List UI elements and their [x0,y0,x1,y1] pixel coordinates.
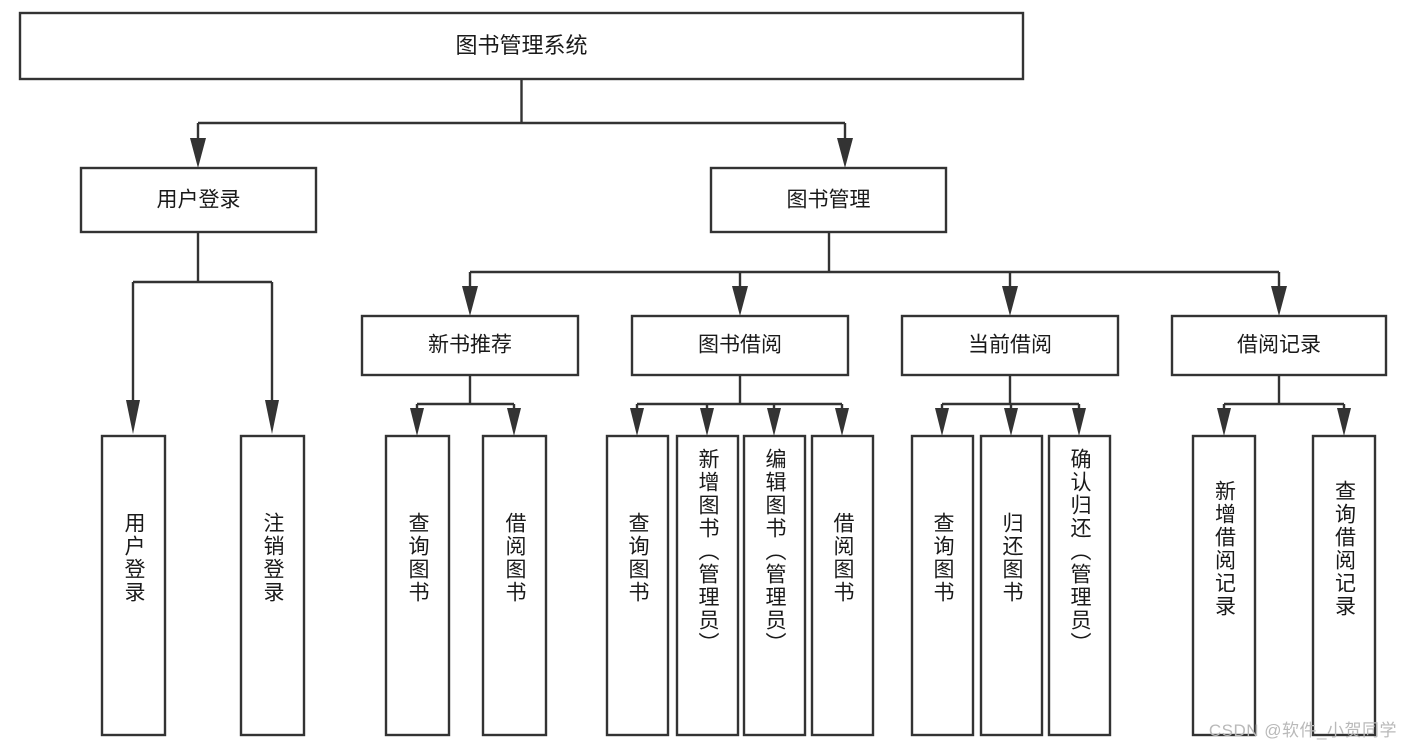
arrow-head-leaf-user-login [126,400,140,434]
node-current-borrow[interactable]: 当前借阅 [900,314,1120,377]
arrow-head-bookborrow-leaf-1 [630,408,644,436]
arrow-head-borrow-record [1271,286,1287,316]
arrow-head-bookborrow-leaf-3 [767,408,781,436]
leaf-box-return-book[interactable] [979,434,1044,737]
node-book-borrow-box[interactable] [630,314,850,377]
node-root-label: 图书管理系统 [455,33,587,58]
arrow-head-borrowrecord-leaf-1 [1217,408,1231,436]
node-root-box[interactable] [18,11,1025,81]
node-book-borrow-label: 图书借阅 [698,334,782,357]
node-book-borrow[interactable]: 图书借阅 [630,314,850,377]
arrow-head-bookborrow-leaf-2 [700,408,714,436]
node-user-login-label: 用户登录 [157,189,241,212]
arrow-head-newbook-leaf-1 [410,408,424,436]
leaf-box-query-book-3[interactable] [910,434,975,737]
node-borrow-record-box[interactable] [1170,314,1388,377]
leaf-box-edit-book-admin[interactable] [742,434,807,737]
node-new-book-recommend[interactable]: 新书推荐 [360,314,580,377]
node-root[interactable]: 图书管理系统 [18,11,1025,81]
node-book-manage-box[interactable] [709,166,948,234]
node-current-borrow-label: 当前借阅 [968,334,1052,357]
node-book-manage-label: 图书管理 [787,189,871,212]
leaf-box-logout[interactable] [239,434,306,737]
leaf-box-borrow-book-2[interactable] [810,434,875,737]
csdn-watermark: CSDN @软件_小贺同学 [1208,721,1397,740]
node-new-book-recommend-label: 新书推荐 [428,334,512,357]
arrow-head-bookborrow-leaf-4 [835,408,849,436]
arrow-head-currentborrow-leaf-1 [935,408,949,436]
arrow-head-leaf-logout [265,400,279,434]
arrow-head-user-login [190,138,206,168]
leaf-box-borrow-book-1[interactable] [481,434,548,737]
leaf-box-add-book-admin[interactable] [675,434,740,737]
arrow-head-book-borrow [732,286,748,316]
leaf-box-confirm-return-admin[interactable] [1047,434,1112,737]
node-user-login-box[interactable] [79,166,318,234]
arrow-head-book-manage [837,138,853,168]
connector-layer [126,79,1351,436]
node-user-login[interactable]: 用户登录 [79,166,318,234]
leaf-box-add-borrow-record[interactable] [1191,434,1257,737]
arrow-head-current-borrow [1002,286,1018,316]
arrow-head-currentborrow-leaf-3 [1072,408,1086,436]
node-current-borrow-box[interactable] [900,314,1120,377]
node-book-manage[interactable]: 图书管理 [709,166,948,234]
arrow-head-new-book [462,286,478,316]
arrow-head-currentborrow-leaf-2 [1004,408,1018,436]
node-borrow-record[interactable]: 借阅记录 [1170,314,1388,377]
leaf-box-query-book-1[interactable] [384,434,451,737]
arrow-head-borrowrecord-leaf-2 [1337,408,1351,436]
node-borrow-record-label: 借阅记录 [1237,334,1321,357]
node-new-book-recommend-box[interactable] [360,314,580,377]
arrow-head-newbook-leaf-2 [507,408,521,436]
leaf-box-query-book-2[interactable] [605,434,670,737]
leaf-box-user-login[interactable] [100,434,167,737]
leaf-box-query-borrow-record[interactable] [1311,434,1377,737]
